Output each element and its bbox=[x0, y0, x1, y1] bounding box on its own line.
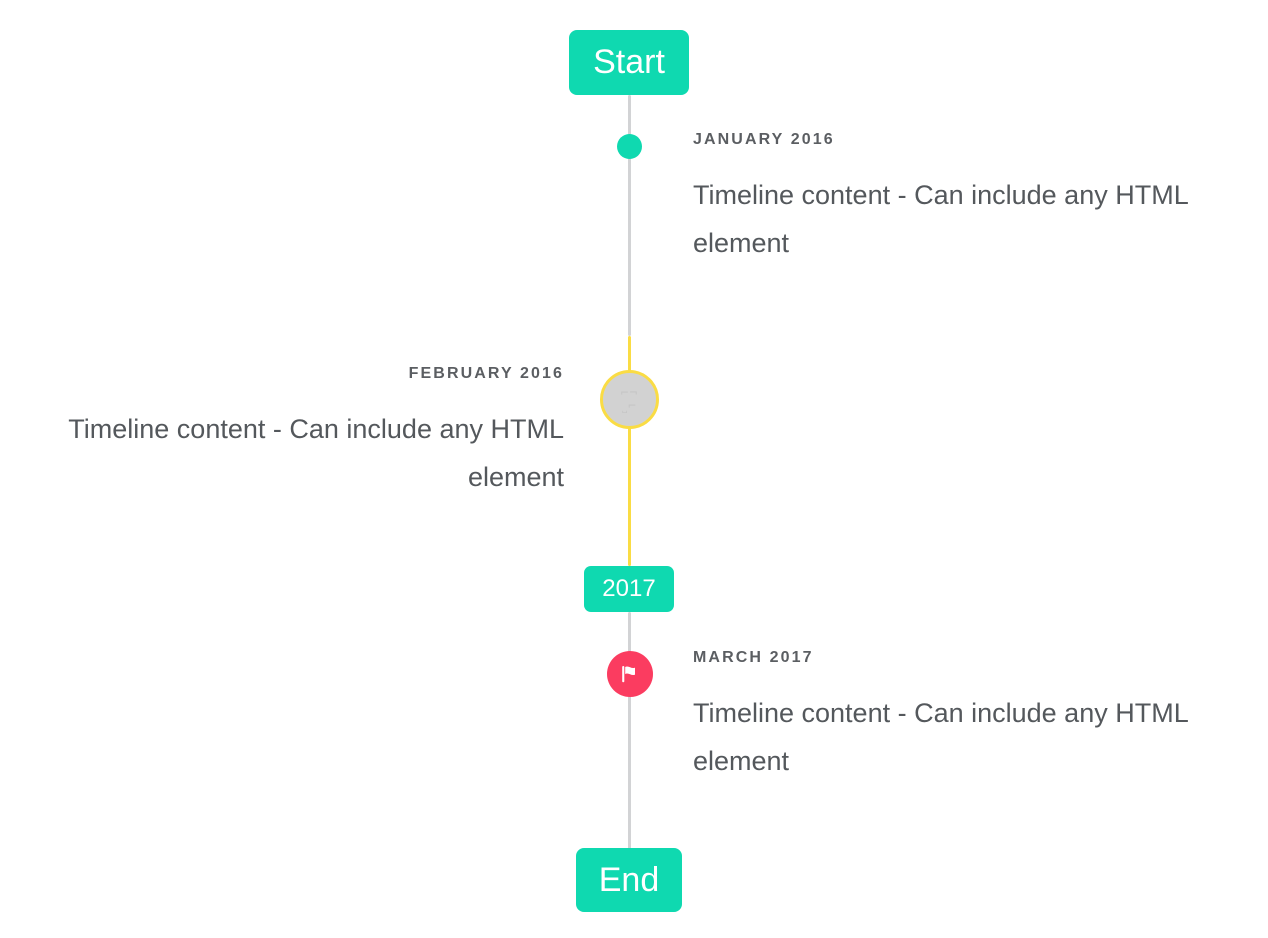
timeline-marker-image-placeholder-february[interactable]: ⌐¬ ˽⌐ bbox=[600, 370, 659, 429]
timeline-start-badge[interactable]: Start bbox=[569, 30, 689, 95]
timeline-year-badge-2017[interactable]: 2017 bbox=[584, 566, 674, 612]
timeline-entry-february: FEBRUARY 2016 Timeline content - Can inc… bbox=[34, 365, 564, 501]
broken-image-icon: ⌐¬ ˽⌐ bbox=[620, 385, 639, 414]
timeline-entry-date: MARCH 2017 bbox=[693, 649, 814, 666]
timeline-entry-body: Timeline content - Can include any HTML … bbox=[68, 413, 564, 492]
timeline-end-badge[interactable]: End bbox=[576, 848, 682, 912]
timeline-entry-body: Timeline content - Can include any HTML … bbox=[693, 697, 1188, 776]
timeline-line-segment-yellow bbox=[628, 336, 631, 566]
timeline-marker-dot-january[interactable] bbox=[617, 134, 642, 159]
timeline-line-segment-gray-top bbox=[628, 95, 631, 336]
timeline-entry-date: FEBRUARY 2016 bbox=[408, 365, 564, 382]
timeline-entry-date: JANUARY 2016 bbox=[693, 131, 835, 148]
timeline-entry-march: MARCH 2017 Timeline content - Can includ… bbox=[693, 649, 1223, 785]
timeline-line-segment-gray-bottom bbox=[628, 612, 631, 850]
timeline-entry-january: JANUARY 2016 Timeline content - Can incl… bbox=[693, 131, 1223, 267]
timeline-marker-flag-march[interactable] bbox=[607, 651, 653, 697]
flag-icon bbox=[622, 666, 635, 683]
timeline-entry-body: Timeline content - Can include any HTML … bbox=[693, 179, 1188, 258]
